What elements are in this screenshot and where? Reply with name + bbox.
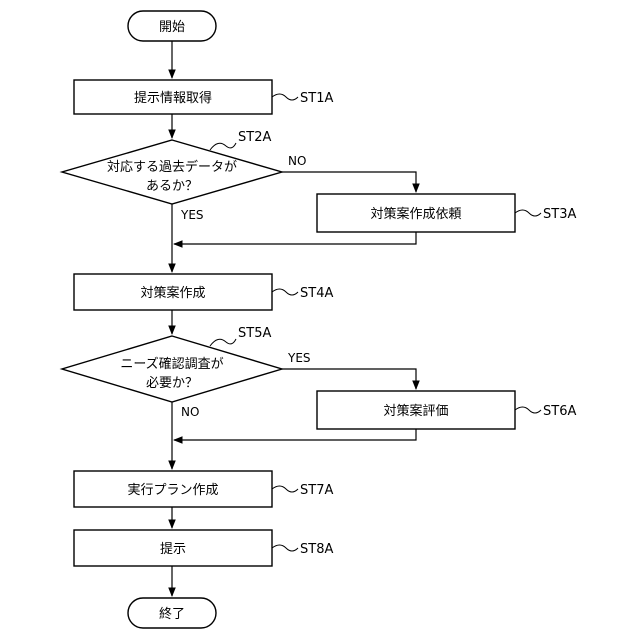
connector-st6a-return [174, 429, 416, 440]
st6a-leader [515, 407, 541, 413]
st2a-step-label: ST2A [238, 130, 271, 145]
end-label: 終了 [159, 606, 185, 622]
st5a-leader [210, 339, 236, 346]
st6a-text: 対策案評価 [383, 403, 448, 419]
decision-st5a: ニーズ確認調査が 必要か？ [62, 336, 282, 402]
process-st8a: 提示 [74, 530, 272, 566]
connector-st3a-return [174, 232, 416, 244]
st2a-line2: あるか？ [146, 179, 198, 194]
st7a-step-label: ST7A [300, 483, 333, 498]
st4a-text: 対策案作成 [140, 285, 205, 301]
st7a-leader [272, 486, 298, 492]
st8a-text: 提示 [160, 541, 186, 557]
end-terminal: 終了 [128, 598, 216, 628]
decision-st2a: 対応する過去データが あるか？ [62, 140, 282, 204]
st5a-line2: 必要か？ [146, 376, 198, 391]
st3a-leader [515, 210, 541, 216]
process-st4a: 対策案作成 [74, 274, 272, 310]
st2a-yes-label: YES [180, 208, 204, 222]
process-st3a: 対策案作成依頼 [317, 194, 515, 232]
st4a-leader [272, 289, 298, 295]
connector-st5a-yes [282, 369, 416, 389]
st1a-leader [272, 94, 298, 100]
st3a-text: 対策案作成依頼 [370, 206, 461, 222]
st1a-text: 提示情報取得 [134, 90, 212, 106]
st8a-step-label: ST8A [300, 542, 333, 557]
st1a-step-label: ST1A [300, 91, 333, 106]
st5a-line1: ニーズ確認調査が [120, 356, 223, 372]
st4a-step-label: ST4A [300, 286, 333, 301]
process-st1a: 提示情報取得 [74, 80, 272, 114]
st5a-no-label: NO [181, 405, 199, 419]
st2a-leader [210, 143, 236, 150]
st5a-step-label: ST5A [238, 326, 271, 341]
st6a-step-label: ST6A [543, 404, 576, 419]
st2a-line1: 対応する過去データが [107, 159, 237, 175]
start-label: 開始 [159, 20, 185, 35]
process-st6a: 対策案評価 [317, 391, 515, 429]
process-st7a: 実行プラン作成 [74, 471, 272, 507]
st3a-step-label: ST3A [543, 207, 576, 222]
st2a-no-label: NO [288, 154, 306, 168]
st7a-text: 実行プラン作成 [127, 482, 218, 498]
start-terminal: 開始 [128, 11, 216, 41]
st5a-yes-label: YES [287, 351, 311, 365]
connector-st2a-no [282, 172, 416, 192]
st8a-leader [272, 545, 298, 551]
